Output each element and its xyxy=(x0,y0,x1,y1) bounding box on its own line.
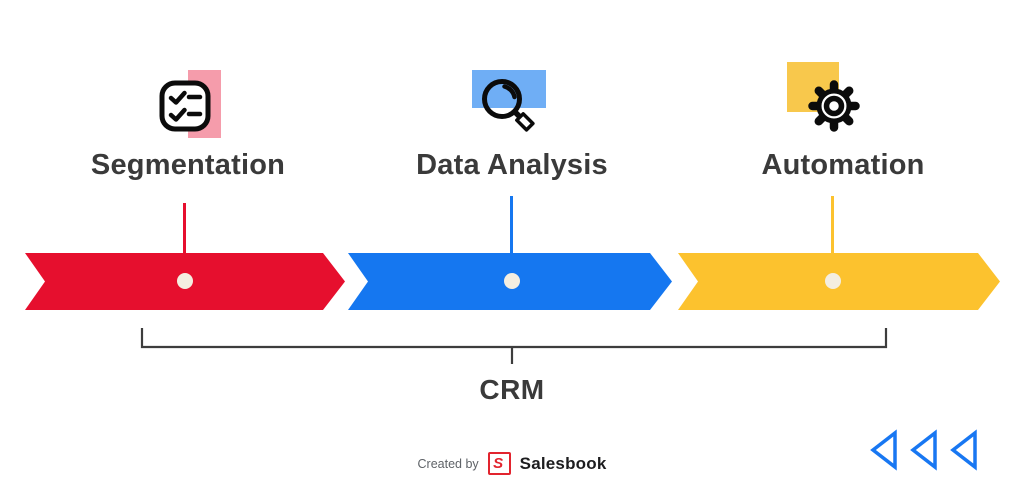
crm-bracket xyxy=(140,328,888,364)
stage-marker-dot xyxy=(177,273,193,289)
stage-label: Data Analysis xyxy=(416,149,608,181)
gear-icon xyxy=(808,80,860,132)
salesbook-logo: S xyxy=(487,452,511,475)
stage-connector xyxy=(183,203,186,253)
footer-created-by-label: Created by xyxy=(417,456,479,471)
decor-triangles xyxy=(870,429,977,471)
salesbook-logo-letter: S xyxy=(493,455,504,472)
salesbook-brand-name: Salesbook xyxy=(519,453,607,473)
stage-connector xyxy=(831,196,834,253)
decor-triangle xyxy=(910,429,937,471)
stage-label: Segmentation xyxy=(90,149,286,181)
stage-marker-dot xyxy=(504,273,520,289)
decor-triangle xyxy=(870,429,897,471)
crm-label: CRM xyxy=(479,374,545,405)
stage-label: Automation xyxy=(761,149,925,181)
decor-triangle xyxy=(950,429,977,471)
stage-marker-dot xyxy=(825,273,841,289)
checklist-icon xyxy=(159,80,211,132)
footer: Created by S Salesbook xyxy=(0,452,1024,475)
stage-connector xyxy=(510,196,513,253)
magnifier-icon xyxy=(482,79,535,132)
